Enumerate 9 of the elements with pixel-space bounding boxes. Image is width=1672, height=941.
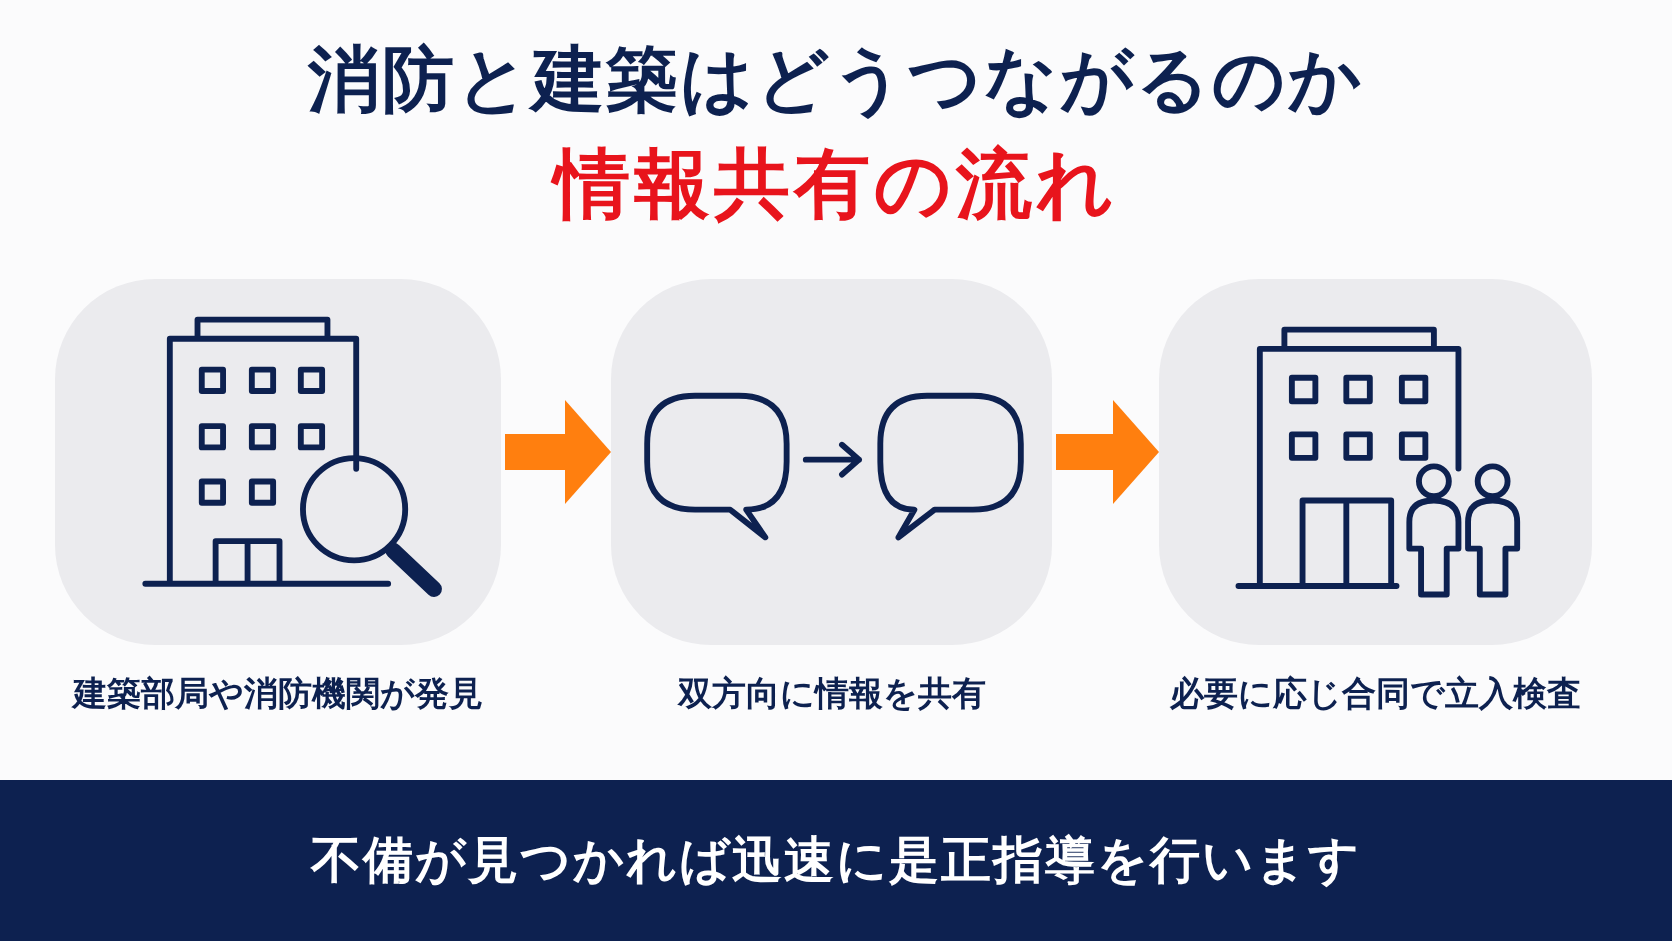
step-caption: 建築部局や消防機関が発見 — [70, 673, 484, 714]
message-banner — [0, 780, 1672, 941]
step-caption: 必要に応じ合同で立入検査 — [1169, 673, 1582, 714]
flow-arrow — [505, 400, 611, 504]
subtitle: 情報共有の流れ — [0, 138, 1672, 230]
title: 消防と建築はどうつながるのか — [306, 36, 1365, 123]
step-caption: 双方向に情報を共有 — [676, 673, 987, 714]
banner-text: 不備が見つかれば迅速に是正指導を行います — [309, 830, 1362, 890]
flow-arrow — [1056, 400, 1159, 504]
